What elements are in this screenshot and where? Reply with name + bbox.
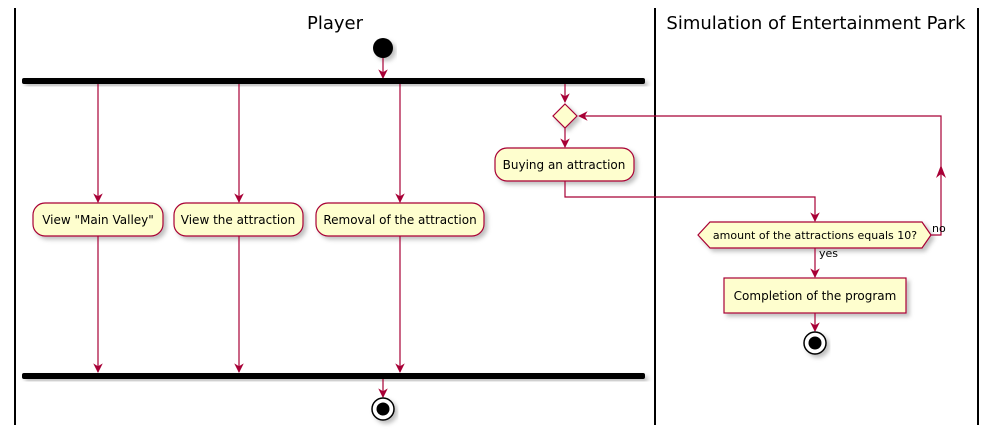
branch-label-no: no	[932, 222, 946, 235]
start-node	[373, 38, 393, 58]
activity-buying-attraction-label: Buying an attraction	[503, 158, 626, 172]
lane-title-player: Player	[307, 13, 364, 34]
activity-removal-attraction-label: Removal of the attraction	[323, 213, 476, 227]
activity-completion-label: Completion of the program	[734, 289, 897, 303]
join-bar	[22, 373, 645, 379]
loop-up-arrowhead	[936, 165, 946, 178]
activity-view-main-valley: View "Main Valley"	[32, 202, 164, 237]
activity-view-attraction-label: View the attraction	[181, 213, 295, 227]
merge-diamond	[552, 103, 578, 129]
decision-label: amount of the attractions equals 10?	[713, 229, 917, 242]
fork-bar	[22, 78, 645, 84]
activity-buying-attraction: Buying an attraction	[494, 147, 635, 182]
edge-buying-to-decision	[564, 181, 820, 222]
branch-label-yes: yes	[819, 247, 838, 260]
end-node-park	[803, 331, 827, 355]
activity-removal-attraction: Removal of the attraction	[315, 202, 485, 237]
end-node-player	[371, 397, 395, 421]
activity-completion: Completion of the program	[723, 277, 907, 314]
edge-no-loop-back	[578, 111, 942, 236]
activity-view-main-valley-label: View "Main Valley"	[42, 213, 154, 227]
lane-title-park: Simulation of Entertainment Park	[666, 13, 966, 34]
decision-attractions-count: amount of the attractions equals 10?	[697, 221, 932, 249]
activity-view-attraction: View the attraction	[173, 202, 304, 237]
